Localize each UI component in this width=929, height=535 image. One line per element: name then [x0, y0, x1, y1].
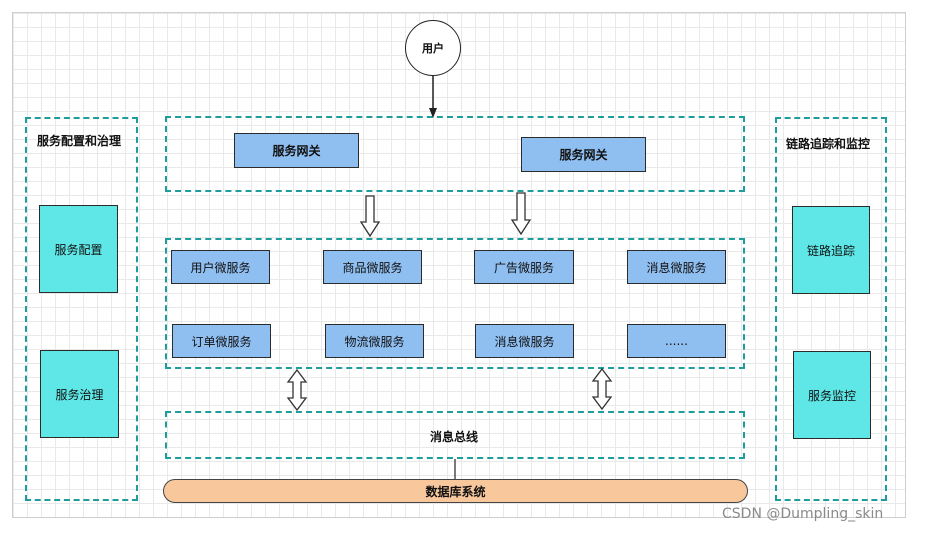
service-label: 消息微服务: [494, 334, 555, 349]
message-bus-layer: [165, 411, 745, 459]
left-panel: [25, 117, 138, 501]
service-label: 物流微服务: [344, 334, 405, 349]
trace-box: 链路追踪: [792, 206, 870, 294]
double-arrow-right: [591, 367, 613, 411]
service-label: 商品微服务: [342, 260, 403, 275]
service-governance-label: 服务治理: [55, 387, 104, 402]
trace-label: 链路追踪: [806, 243, 855, 258]
service-box-ad: 广告微服务: [474, 250, 574, 284]
right-panel-title: 链路追踪和监控: [786, 137, 871, 151]
gateway-label-1: 服务网关: [272, 144, 321, 158]
service-box-message-2: 消息微服务: [475, 324, 574, 358]
service-box-user: 用户微服务: [171, 250, 270, 284]
down-arrow-left: [359, 195, 381, 238]
gateway-layer: [165, 116, 745, 192]
user-arrow-head: [429, 108, 437, 118]
gateway-box-1: 服务网关: [234, 133, 359, 168]
user-label: 用户: [422, 42, 444, 55]
diagram-canvas: [12, 12, 906, 518]
service-label: 用户微服务: [190, 260, 251, 275]
left-panel-title: 服务配置和治理: [37, 134, 122, 148]
service-label: 广告微服务: [493, 260, 554, 275]
database-bar: 数据库系统: [163, 479, 748, 503]
message-bus-label: 消息总线: [430, 430, 479, 444]
service-box-logistics: 物流微服务: [325, 324, 424, 358]
database-label: 数据库系统: [425, 484, 486, 499]
service-label: ......: [665, 334, 688, 348]
service-label: 消息微服务: [646, 260, 707, 275]
user-node: 用户: [405, 20, 461, 76]
double-arrow-left: [286, 368, 308, 412]
service-box-more: ......: [627, 324, 726, 358]
gateway-label-2: 服务网关: [559, 148, 608, 162]
service-box-order: 订单微服务: [172, 324, 271, 358]
right-panel: [775, 117, 887, 501]
watermark: CSDN @Dumpling_skin: [722, 506, 884, 522]
monitor-label: 服务监控: [807, 388, 856, 403]
service-config-box: 服务配置: [39, 205, 118, 293]
gateway-box-2: 服务网关: [521, 137, 646, 172]
service-box-product: 商品微服务: [323, 250, 422, 284]
service-config-label: 服务配置: [54, 242, 103, 257]
service-box-message: 消息微服务: [627, 250, 726, 284]
monitor-box: 服务监控: [793, 351, 871, 439]
service-label: 订单微服务: [191, 334, 252, 349]
microservice-layer: [165, 238, 745, 369]
down-arrow-right: [510, 192, 532, 236]
service-governance-box: 服务治理: [40, 350, 119, 438]
